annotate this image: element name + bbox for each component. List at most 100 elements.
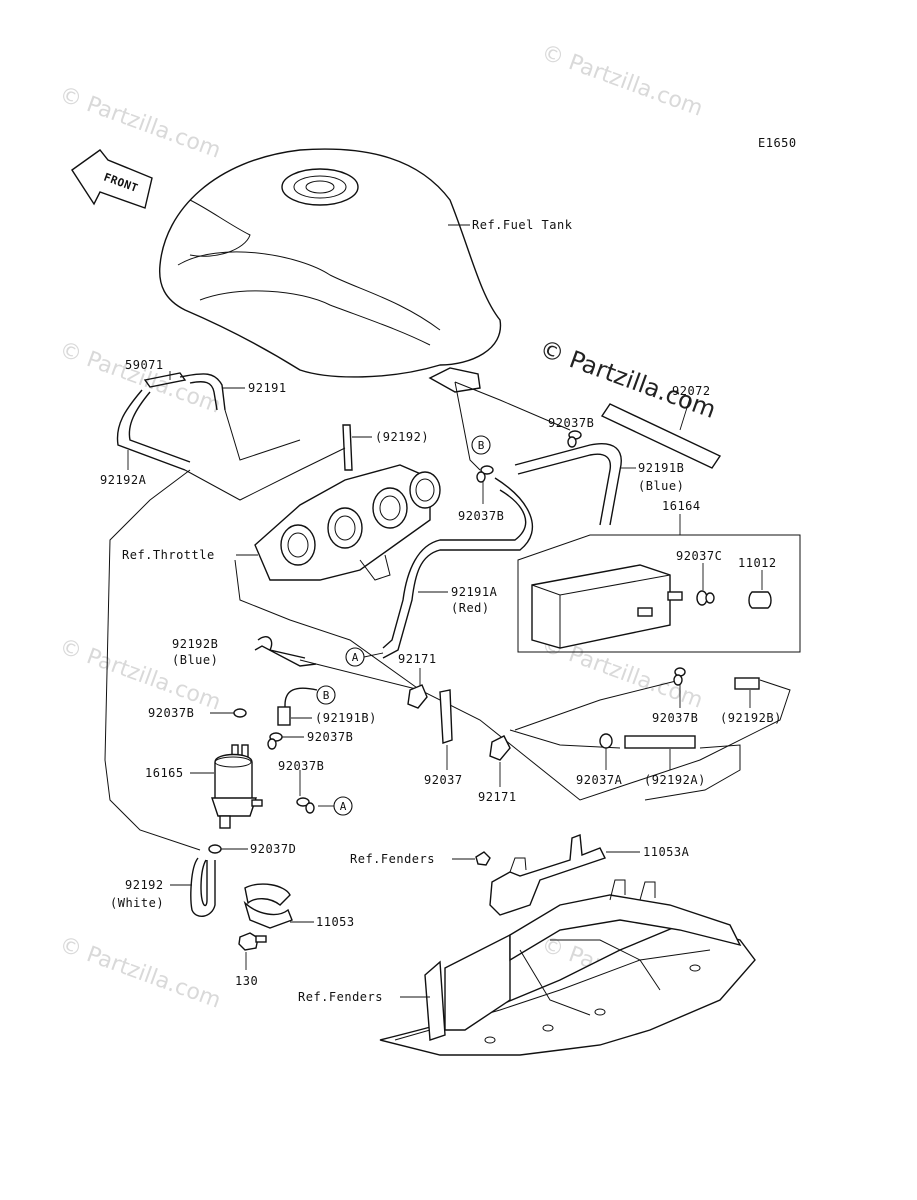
hose-92072: [600, 403, 722, 469]
label-ref-fenders-1: Ref.Fenders: [350, 852, 435, 866]
throttle-bore-2: [327, 507, 363, 549]
diagram-code: E1650: [758, 136, 797, 150]
fuel-cap-center: [305, 180, 335, 194]
hose-92192a-outer: [116, 389, 186, 471]
clamp-92037b-l2: [267, 732, 283, 750]
clamp-92037a: [599, 733, 613, 749]
throttle-body: [254, 464, 441, 581]
canister-16164: [531, 564, 683, 649]
label-16164: 16164: [662, 499, 701, 513]
label-92171-top: 92171: [398, 652, 437, 666]
svg-text:B: B: [323, 689, 330, 702]
clamp-92037d: [208, 844, 222, 854]
label-92037b-l3: 92037B: [278, 759, 324, 773]
bracket-11053a: [489, 834, 606, 916]
label-11012: 11012: [738, 556, 777, 570]
label-ref-throttle: Ref.Throttle: [122, 548, 215, 562]
throttle-bore-4: [409, 471, 441, 509]
hose-92191b-paren: [277, 706, 291, 726]
cap-11012: [748, 591, 772, 609]
label-92037: 92037: [424, 773, 463, 787]
label-92037b-l1: 92037B: [148, 706, 194, 720]
canister-body: [531, 564, 671, 649]
label-92191b-paren: (92191B): [315, 711, 377, 725]
throttle-bore-3: [372, 487, 408, 529]
front-arrow-shape: [71, 149, 153, 209]
bolt-130: [238, 932, 267, 951]
label-11053: 11053: [316, 915, 355, 929]
label-92072: 92072: [672, 384, 711, 398]
rear-fender: [379, 879, 756, 1056]
hose-92192a-short: [624, 735, 696, 749]
callout-b-bottom: B: [316, 685, 336, 705]
svg-text:A: A: [352, 651, 359, 664]
watermark-6: © Partzilla.com: [56, 932, 224, 1014]
throttle-body-outline: [254, 464, 431, 581]
fuel-tank-contour-3: [189, 199, 251, 257]
label-92171-bottom: 92171: [478, 790, 517, 804]
hose-92191a-outer: [382, 477, 534, 659]
label-11053a: 11053A: [643, 845, 690, 859]
clamp-92037c: [696, 590, 715, 606]
label-blue-2: (Blue): [172, 653, 218, 667]
bracket-11053: [243, 883, 293, 929]
hose-92191b-paren-outer: [284, 687, 318, 720]
label-red: (Red): [451, 601, 490, 615]
label-92192b-paren: (92192B): [720, 711, 782, 725]
callout-b-top: B: [471, 435, 491, 455]
front-arrow: FRONT: [71, 149, 153, 209]
label-92191a: 92191A: [451, 585, 498, 599]
label-130: 130: [235, 974, 258, 988]
label-ref-fenders-2: Ref.Fenders: [298, 990, 383, 1004]
label-92192b: 92192B: [172, 637, 218, 651]
tank-drain-fitting: [428, 367, 481, 393]
callout-a-top: A: [345, 647, 365, 667]
label-92037b-right: 92037B: [652, 711, 698, 725]
clamp-92171-top: [407, 684, 428, 709]
label-92192a-paren: (92192A): [644, 773, 706, 787]
label-92037c: 92037C: [676, 549, 722, 563]
vent-lines: [104, 381, 791, 851]
label-92192a: 92192A: [100, 473, 147, 487]
hose-92192b-short: [734, 677, 760, 690]
hose-assembly-top-left: [116, 372, 353, 471]
fuel-cap-outer: [281, 168, 359, 206]
label-92192: 92192: [125, 878, 164, 892]
hose-92192a-inner: [128, 391, 191, 463]
canister-box-frame: [517, 534, 801, 653]
watermark-1: © Partzilla.com: [56, 82, 224, 164]
filter-16165: [211, 744, 263, 829]
clamp-92037b-l3: [296, 797, 315, 814]
clamp-92037b-mid: [476, 465, 494, 483]
label-16165: 16165: [145, 766, 184, 780]
callout-a-bottom: A: [333, 796, 353, 816]
hose-92191b-outer: [514, 443, 622, 526]
label-92037a: 92037A: [576, 773, 623, 787]
label-92037b-mid: 92037B: [458, 509, 504, 523]
label-92037b-top: 92037B: [548, 416, 594, 430]
label-white: (White): [110, 896, 164, 910]
label-ref-fuel-tank: Ref.Fuel Tank: [472, 218, 573, 232]
svg-text:B: B: [478, 439, 485, 452]
clamp-92037b-top: [567, 430, 582, 448]
bracket-92037: [439, 689, 453, 744]
fuel-tank-contour-1: [177, 251, 441, 331]
fender-clip: [475, 851, 491, 866]
hose-92192b-inner: [254, 645, 317, 667]
watermark-dark: © Partzilla.com: [536, 334, 720, 424]
clamp-92171-bottom: [489, 735, 511, 761]
fuel-cap-inner: [293, 175, 347, 199]
label-92191b: 92191B: [638, 461, 684, 475]
label-92191: 92191: [248, 381, 287, 395]
fuel-tank-contour-2: [199, 290, 431, 346]
hose-92191-outer: [179, 373, 226, 411]
svg-text:A: A: [340, 800, 347, 813]
hose-92191b-inner: [517, 453, 612, 526]
hose-92191a-inner: [382, 489, 527, 649]
label-92192-paren: (92192): [375, 430, 429, 444]
hose-59071: [143, 372, 187, 388]
fuel-tank-outline: [158, 148, 502, 378]
fuel-tank: [158, 148, 502, 393]
throttle-bore-1: [280, 524, 316, 566]
